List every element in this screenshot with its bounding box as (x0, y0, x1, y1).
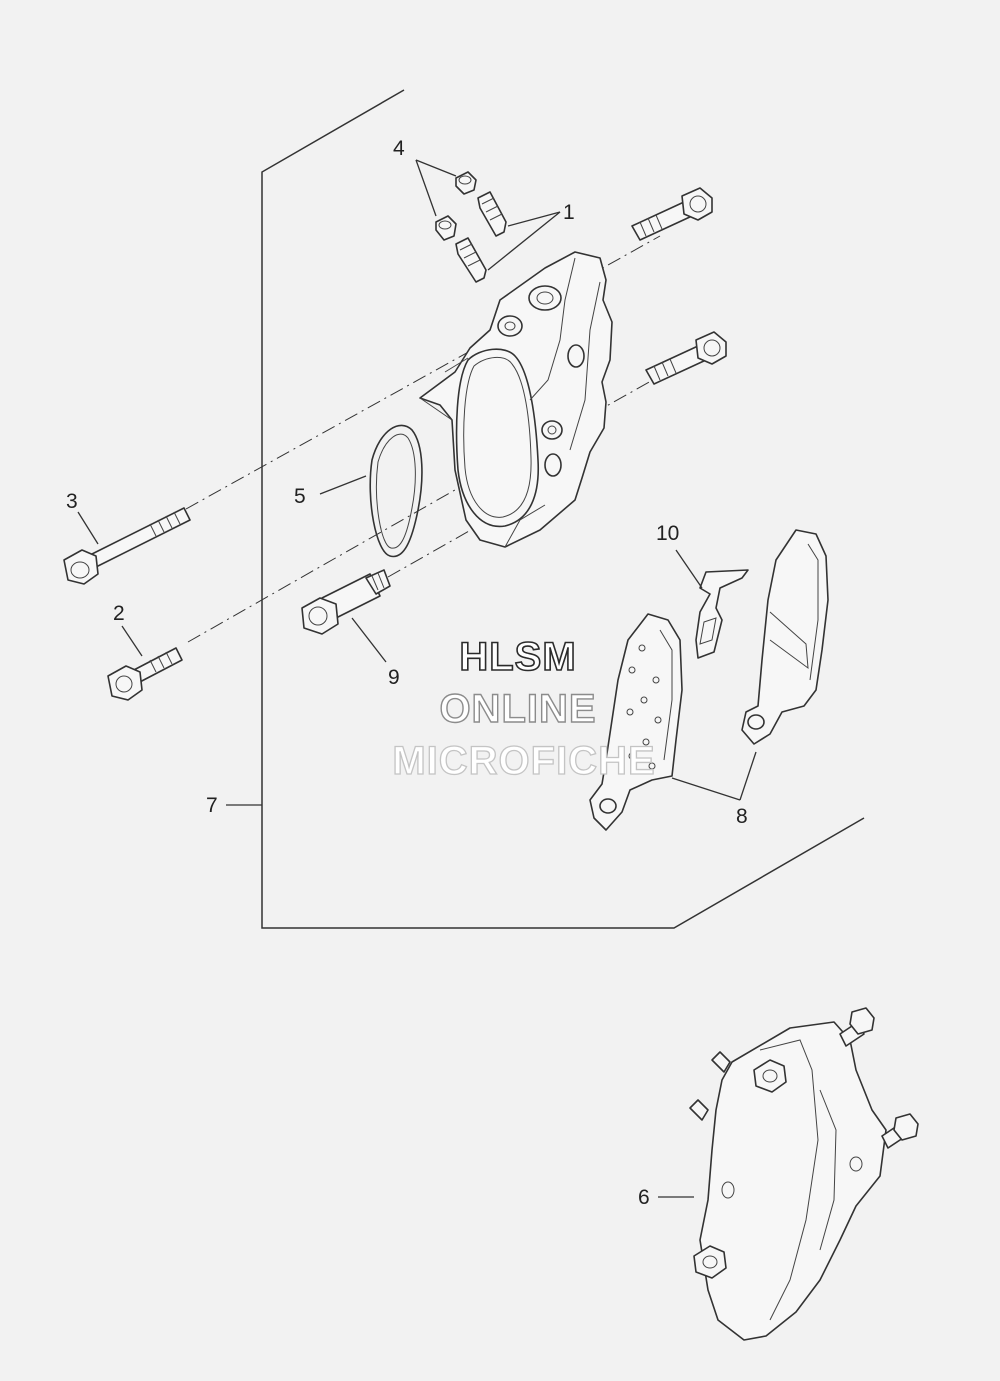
callout-7: 7 (206, 794, 218, 817)
watermark-line-3: MICROFICHE (392, 739, 655, 783)
assembly-bracket (226, 89, 865, 929)
long-bolt (63, 507, 191, 585)
watermark-line-1: HLSM (459, 635, 576, 679)
bleeder-valves (455, 191, 507, 283)
callout-6: 6 (638, 1186, 650, 1209)
mounting-bolts-right (631, 187, 727, 385)
caliper-assembly (689, 1007, 919, 1341)
pad-spring-clip (695, 569, 749, 659)
brake-pad-right (741, 529, 829, 745)
callout-4: 4 (393, 137, 405, 160)
callout-8: 8 (736, 805, 748, 828)
callout-labels: 4 1 3 5 2 9 10 7 8 6 (66, 137, 748, 1209)
watermark: HLSM ONLINE MICROFICHE (392, 634, 656, 783)
callout-5: 5 (294, 485, 306, 508)
leader-lines (77, 159, 757, 1198)
watermark-line-2: ONLINE (439, 687, 596, 731)
caliper-housing (419, 251, 613, 548)
callout-3: 3 (66, 490, 78, 513)
bleeder-caps (435, 171, 477, 241)
callout-1: 1 (563, 201, 575, 224)
callout-10: 10 (656, 522, 679, 545)
short-bolt (107, 647, 183, 701)
guide-pin (301, 569, 391, 635)
callout-9: 9 (388, 666, 400, 689)
seal-ring (369, 424, 423, 558)
brake-pad-left (589, 613, 683, 831)
callout-2: 2 (113, 602, 125, 625)
